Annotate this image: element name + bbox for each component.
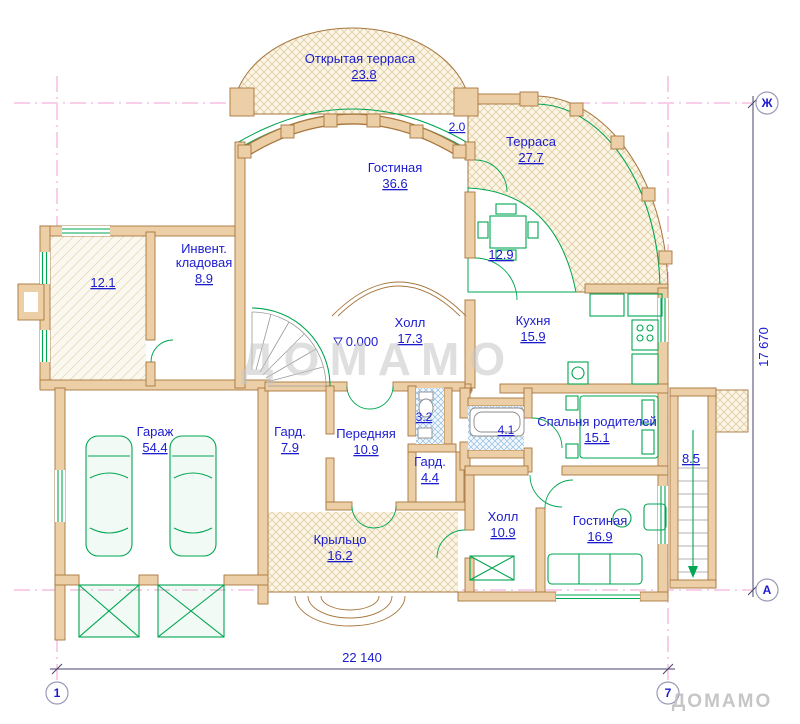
axis-markers: Ж А 1 7 <box>45 91 779 705</box>
kitchen-units <box>567 293 663 385</box>
label-wardrobe1-name: Гард. <box>274 424 306 439</box>
label-porch-area: 16.2 <box>327 548 352 563</box>
label-storage-name2: кладовая <box>176 255 233 270</box>
main-staircase <box>251 307 331 387</box>
axis-letter-zh: Ж <box>761 96 773 110</box>
axis-letter-1: 1 <box>54 686 61 700</box>
elevation-mark-icon <box>333 337 343 346</box>
label-wardrobe2-area: 4.4 <box>421 470 439 485</box>
dining-set <box>477 203 539 261</box>
label-open-terrace-area: 23.8 <box>351 67 376 82</box>
sink-icon <box>417 427 433 439</box>
label-front-room-area: 10.9 <box>353 442 378 457</box>
open-terrace-floor <box>232 27 472 115</box>
label-hall2-name: Холл <box>488 509 519 524</box>
interior-features <box>150 159 708 578</box>
label-terrace-area: 27.7 <box>518 150 543 165</box>
axis-letter-7: 7 <box>665 686 672 700</box>
label-storage-name1: Инвент. <box>181 241 227 256</box>
label-living-room2-name: Гостиная <box>573 513 628 528</box>
watermark-center: ДОМАМО <box>241 333 515 385</box>
label-hall2-area: 10.9 <box>490 525 515 540</box>
axis-marker-a <box>755 578 779 602</box>
label-side-stairs-area: 8.5 <box>682 451 700 466</box>
label-front-room-name: Передняя <box>336 426 396 441</box>
label-wardrobe2-name: Гард. <box>414 454 446 469</box>
label-living-room-name: Гостиная <box>368 160 423 175</box>
label-winter-garden-area: 12.9 <box>488 247 513 262</box>
label-hall-name: Холл <box>395 315 426 330</box>
winter-garden-glass <box>467 187 577 293</box>
label-living-room2-area: 16.9 <box>587 529 612 544</box>
balcony-floor <box>713 389 749 433</box>
label-hall-area: 17.3 <box>397 331 422 346</box>
dimension-vertical: 17 670 <box>756 327 771 367</box>
porch-floor <box>268 512 458 592</box>
label-terrace-name: Терраса <box>506 134 557 149</box>
garage-door <box>78 584 225 638</box>
car-icon <box>169 435 217 557</box>
dimensions: 22 140 17 670 <box>50 96 771 675</box>
axis-marker-7 <box>656 681 680 705</box>
label-open-terrace-name: Открытая терраса <box>305 51 416 66</box>
label-terrace-niche-area: 2.0 <box>449 120 466 134</box>
watermark-corner: ДОМАМО <box>672 691 772 712</box>
label-bathroom-small-area: 3.2 <box>416 410 433 424</box>
label-left-room-area: 12.1 <box>90 275 115 290</box>
axis-marker-1 <box>45 681 69 705</box>
bed-icon <box>565 395 659 459</box>
windows <box>40 226 668 601</box>
label-parents-bedroom-area: 15.1 <box>584 430 609 445</box>
label-wardrobe1-area: 7.9 <box>281 440 299 455</box>
side-staircase <box>678 430 708 578</box>
label-parents-bedroom-name: Спальня родителей <box>537 414 657 429</box>
walls <box>17 93 717 641</box>
left-room-floor <box>50 236 146 382</box>
label-elevation-mark: 0.000 <box>346 334 379 349</box>
axis-marker-zh <box>755 91 779 115</box>
label-kitchen-area: 15.9 <box>520 329 545 344</box>
label-garage-name: Гараж <box>137 424 174 439</box>
watermarks: ДОМАМО ДОМАМО <box>241 333 772 712</box>
label-bathroom-area: 4.1 <box>498 423 515 437</box>
axis-letter-a: А <box>763 583 772 597</box>
label-garage-area: 54.4 <box>142 440 167 455</box>
dimension-horizontal: 22 140 <box>342 650 382 665</box>
sofa-icon <box>547 503 667 585</box>
cabinet-icon <box>469 555 515 581</box>
pillars <box>229 87 673 265</box>
toilet-icon <box>418 398 434 418</box>
doors <box>150 159 574 559</box>
label-living-room-area: 36.6 <box>382 176 407 191</box>
car-icon <box>85 435 133 557</box>
bathrooms <box>416 388 525 450</box>
label-porch-name: Крыльцо <box>313 532 366 547</box>
stair-direction-arrow <box>688 566 698 578</box>
label-storage-area: 8.9 <box>195 271 213 286</box>
room-interiors <box>245 118 708 580</box>
label-kitchen-name: Кухня <box>516 313 551 328</box>
furniture <box>78 203 667 638</box>
room-labels: Открытая терраса 23.8 Терраса 27.7 2.0 Г… <box>90 51 700 563</box>
